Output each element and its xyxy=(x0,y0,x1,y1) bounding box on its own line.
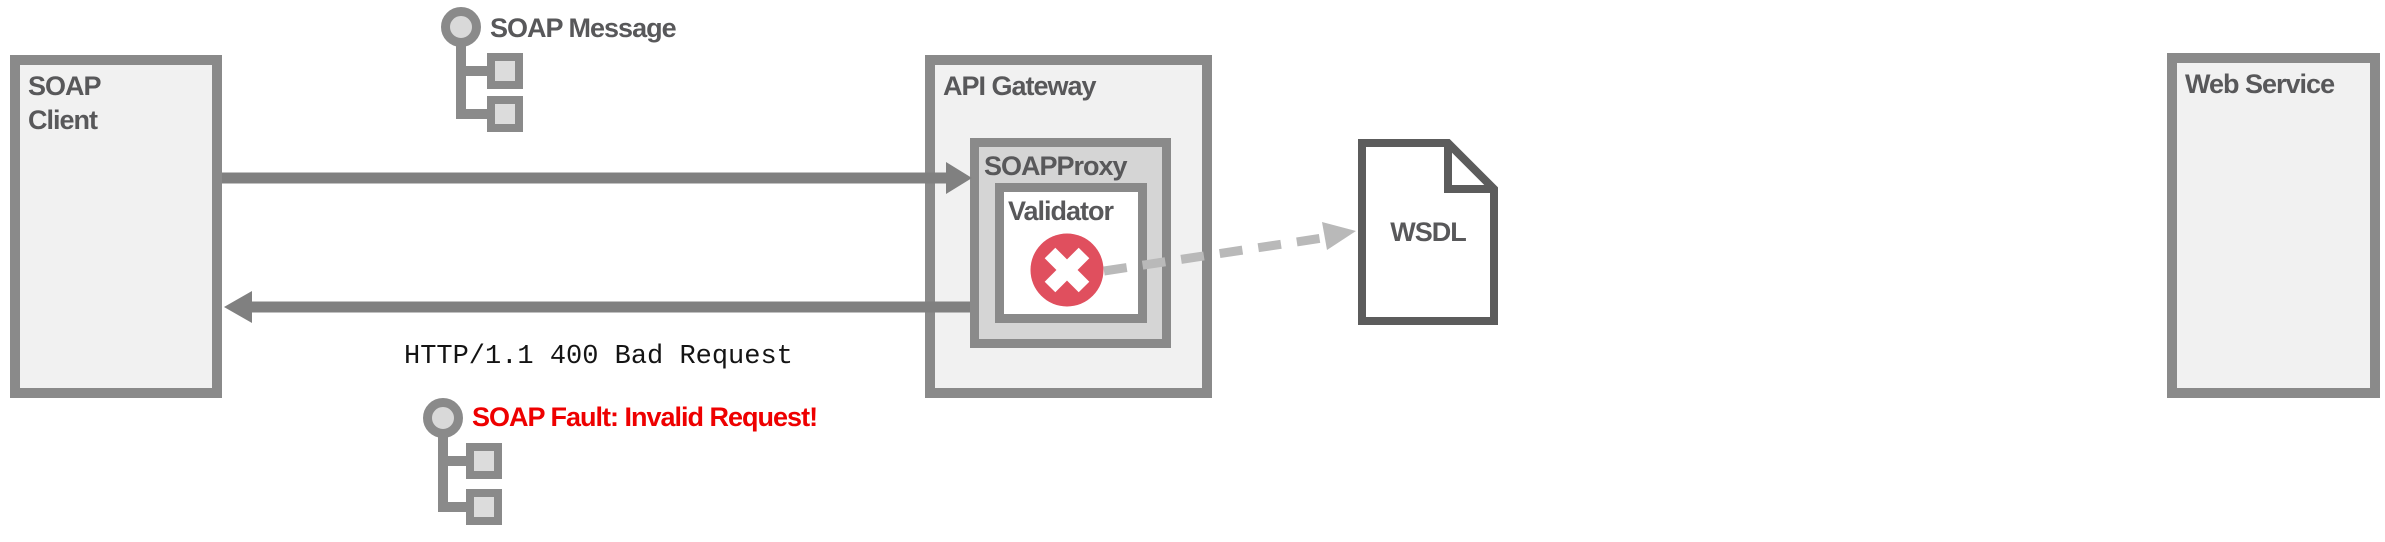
http-response-status-text: HTTP/1.1 400 Bad Request xyxy=(404,342,793,372)
fault-tree-stem xyxy=(438,434,470,512)
soap-message-tree-icon xyxy=(441,7,523,132)
error-x-icon xyxy=(1030,233,1104,307)
message-child-node-1 xyxy=(487,53,523,89)
soap-message-label: SOAP Message xyxy=(490,13,677,43)
message-tree-stem xyxy=(456,42,491,119)
wsdl-document-fold xyxy=(1444,143,1494,193)
api-gateway-label: API Gateway xyxy=(943,71,1097,101)
error-x-mark xyxy=(1044,247,1090,293)
soap-fault-label: SOAP Fault: Invalid Request! xyxy=(472,402,818,432)
message-child-node-2 xyxy=(487,96,523,132)
response-arrow-head xyxy=(224,291,252,323)
fault-child-node-1 xyxy=(466,443,502,479)
wsdl-label: WSDL xyxy=(1390,217,1466,247)
web-service-box: Web Service xyxy=(2167,53,2380,398)
soap-client-box: SOAP Client xyxy=(10,55,222,398)
validator-label: Validator xyxy=(1008,196,1114,226)
fault-child-node-2 xyxy=(466,489,502,525)
message-root-node xyxy=(441,7,481,47)
wsdl-document-icon xyxy=(1358,139,1498,325)
soap-fault-tree-icon xyxy=(423,398,502,525)
fault-root-node xyxy=(423,398,463,438)
web-service-label: Web Service xyxy=(2185,69,2335,99)
soap-client-label: SOAP Client xyxy=(28,71,102,135)
soap-proxy-label: SOAPProxy xyxy=(984,151,1128,181)
